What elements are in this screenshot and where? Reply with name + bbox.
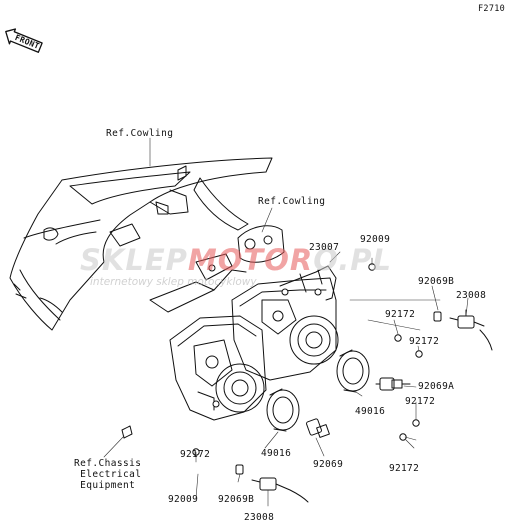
upper-mounting-bracket [279,265,337,301]
screw-icons [121,263,442,475]
bulb-92069 [306,418,330,438]
part-92172-a: 92172 [385,309,416,320]
part-92069: 92069 [313,459,344,470]
part-92172-b: 92172 [409,336,440,347]
ring-49016-left [266,388,300,432]
part-23008-right: 23008 [456,290,487,301]
part-92009-top: 92009 [360,234,391,245]
leader-lines [103,137,469,507]
headlight-right-unit [231,277,339,381]
bulb-92069A [375,377,411,391]
part-92069A: 92069A [418,381,455,392]
socket-23008-bottom [251,477,309,503]
part-92172-d: 92172 [389,463,420,474]
part-49016-right: 49016 [355,406,386,417]
watermark-brand: SKLEPMOTORO.PL [80,243,392,277]
part-23008-bottom: 23008 [244,512,275,523]
part-92172-left: 92172 [180,449,211,460]
mid-cowling-bracket [149,225,285,313]
figure-code: F2710 [478,4,506,14]
part-49016-left: 49016 [261,448,292,459]
socket-23008-right [449,309,493,351]
watermark-tagline: internetowy sklep motocyklowy [90,276,257,288]
part-92172-c: 92172 [405,396,436,407]
upper-cowling-outline [9,157,273,331]
ring-49016-right [336,349,370,393]
part-92069B-right: 92069B [418,276,455,287]
part-92069B-bottom: 92069B [218,494,255,505]
ref-cowling-upper-label: Ref.Cowling [106,128,174,139]
part-23007: 23007 [309,242,340,253]
front-arrow-icon [5,28,43,53]
headlight-left-unit [169,315,267,421]
ref-chassis-electrical-label: Ref.Chassis Electrical Equipment [74,458,142,491]
part-92009-bottom: 92009 [168,494,199,505]
ref-cowling-mid-label: Ref.Cowling [258,196,326,207]
